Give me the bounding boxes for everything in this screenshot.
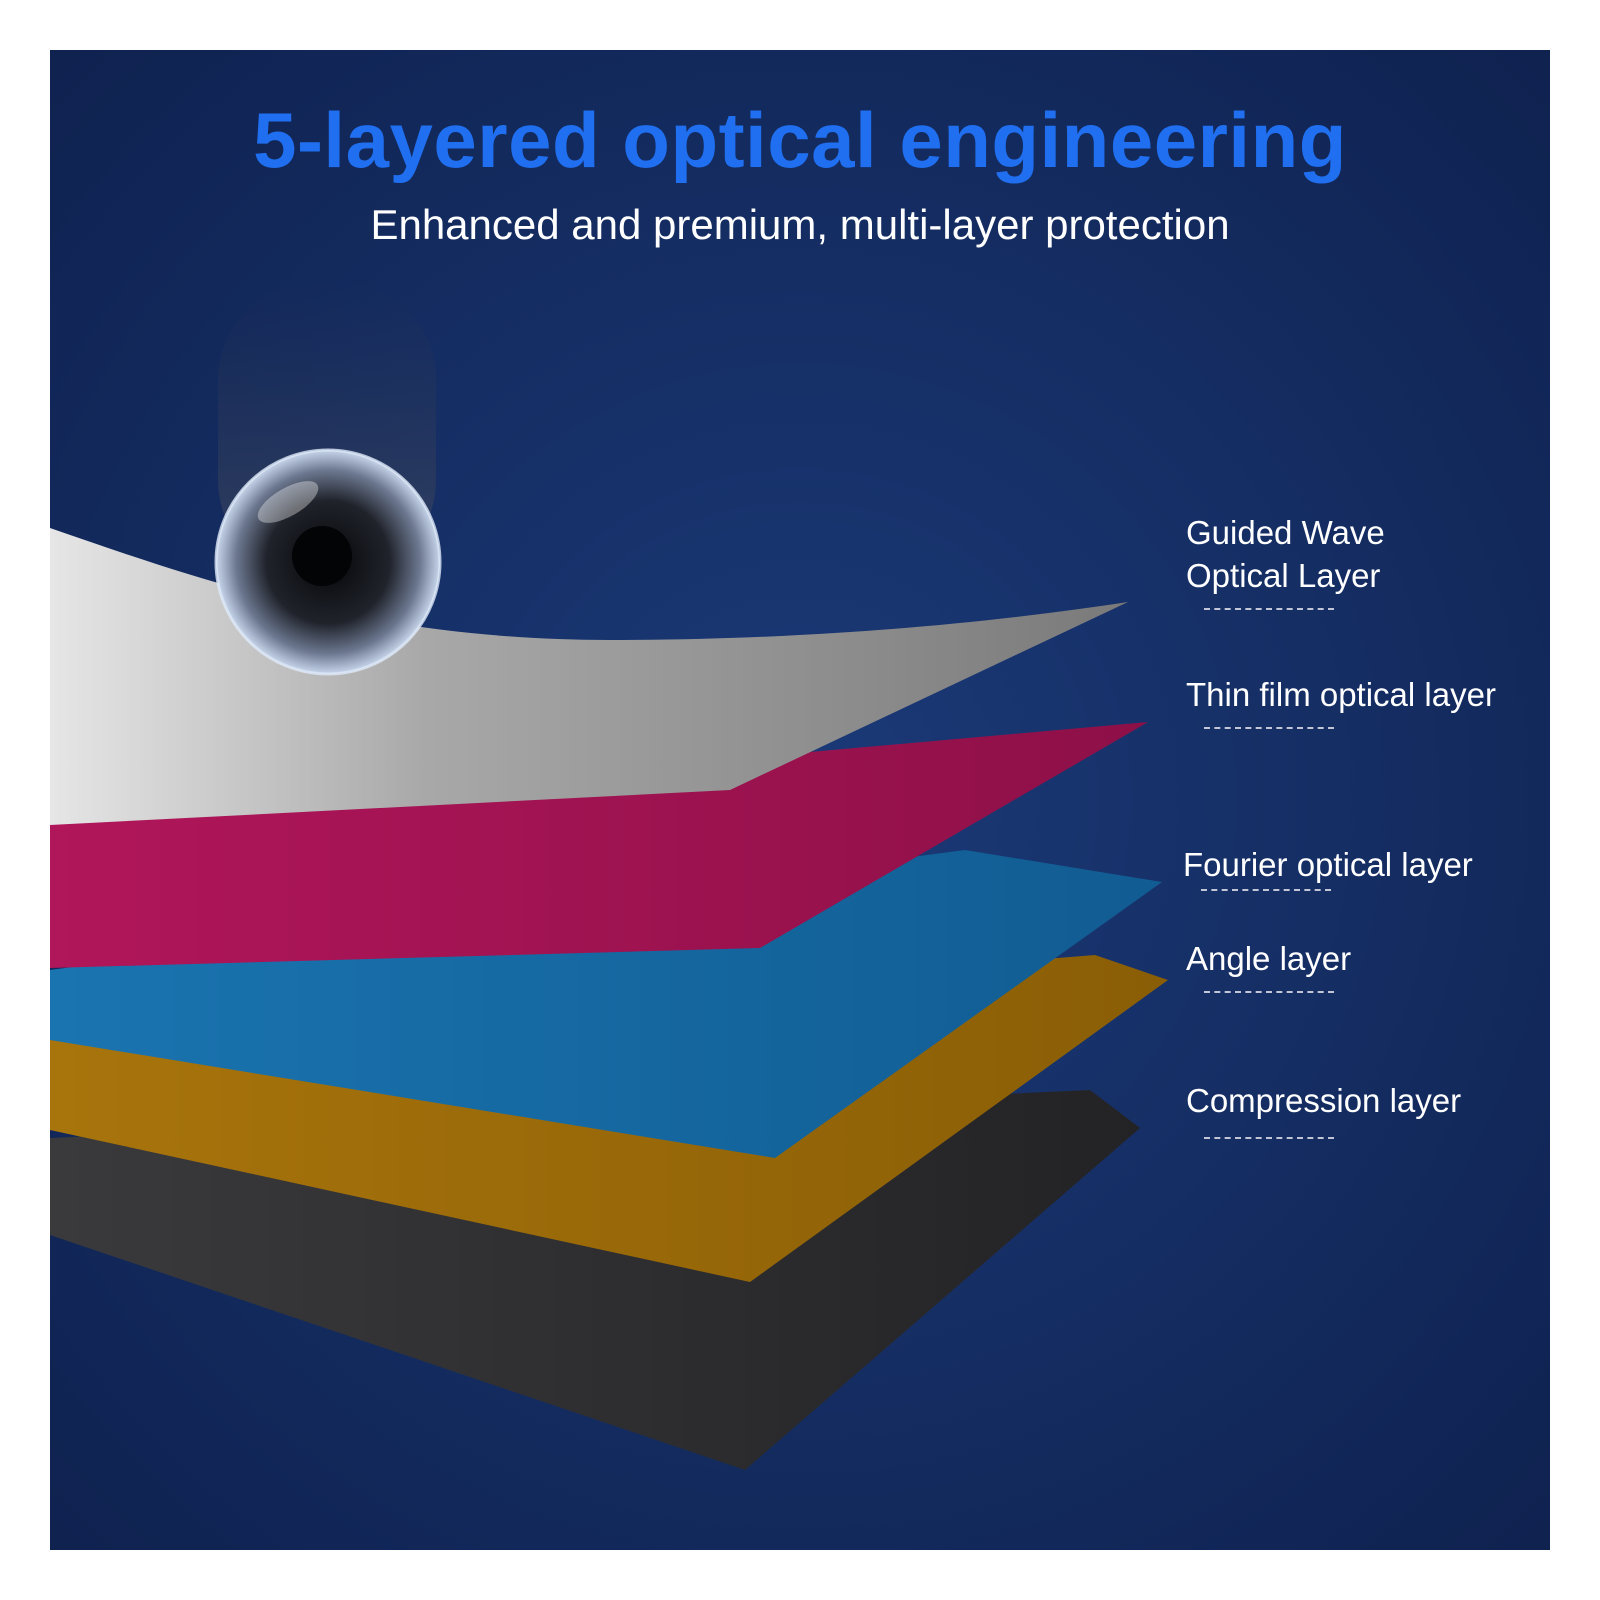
camera-lens-icon (214, 280, 442, 676)
infographic-panel: 5-layered optical engineering Enhanced a… (50, 50, 1550, 1550)
dashed-divider (1204, 607, 1334, 610)
page-title: 5-layered optical engineering (253, 96, 1347, 184)
layer-label-text: Guided Wave Optical Layer (1186, 514, 1385, 594)
label-compression-layer: Compression layer (1186, 1080, 1461, 1139)
dashed-divider (1204, 1136, 1334, 1139)
guided-wave-optical-layer-sheet (50, 528, 1128, 825)
page-subtitle: Enhanced and premium, multi-layer protec… (370, 201, 1230, 248)
thin-film-optical-layer-sheet (50, 722, 1148, 968)
dashed-divider (1204, 990, 1334, 993)
layer-label-text: Angle layer (1186, 940, 1352, 977)
label-guided-wave-optical-layer: Guided Wave Optical Layer (1186, 512, 1486, 610)
dashed-divider (1201, 888, 1331, 891)
dashed-divider (1204, 726, 1334, 729)
label-angle-layer: Angle layer (1186, 938, 1351, 993)
layers-illustration (50, 50, 1550, 1550)
fourier-optical-layer-sheet (50, 850, 1162, 1158)
label-thin-film-optical-layer: Thin film optical layer (1186, 674, 1496, 729)
label-fourier-optical-layer: Fourier optical layer (1183, 844, 1473, 891)
layer-label-text: Compression layer (1186, 1082, 1462, 1119)
layer-label-text: Thin film optical layer (1186, 676, 1496, 713)
layer-label-text: Fourier optical layer (1183, 846, 1473, 883)
